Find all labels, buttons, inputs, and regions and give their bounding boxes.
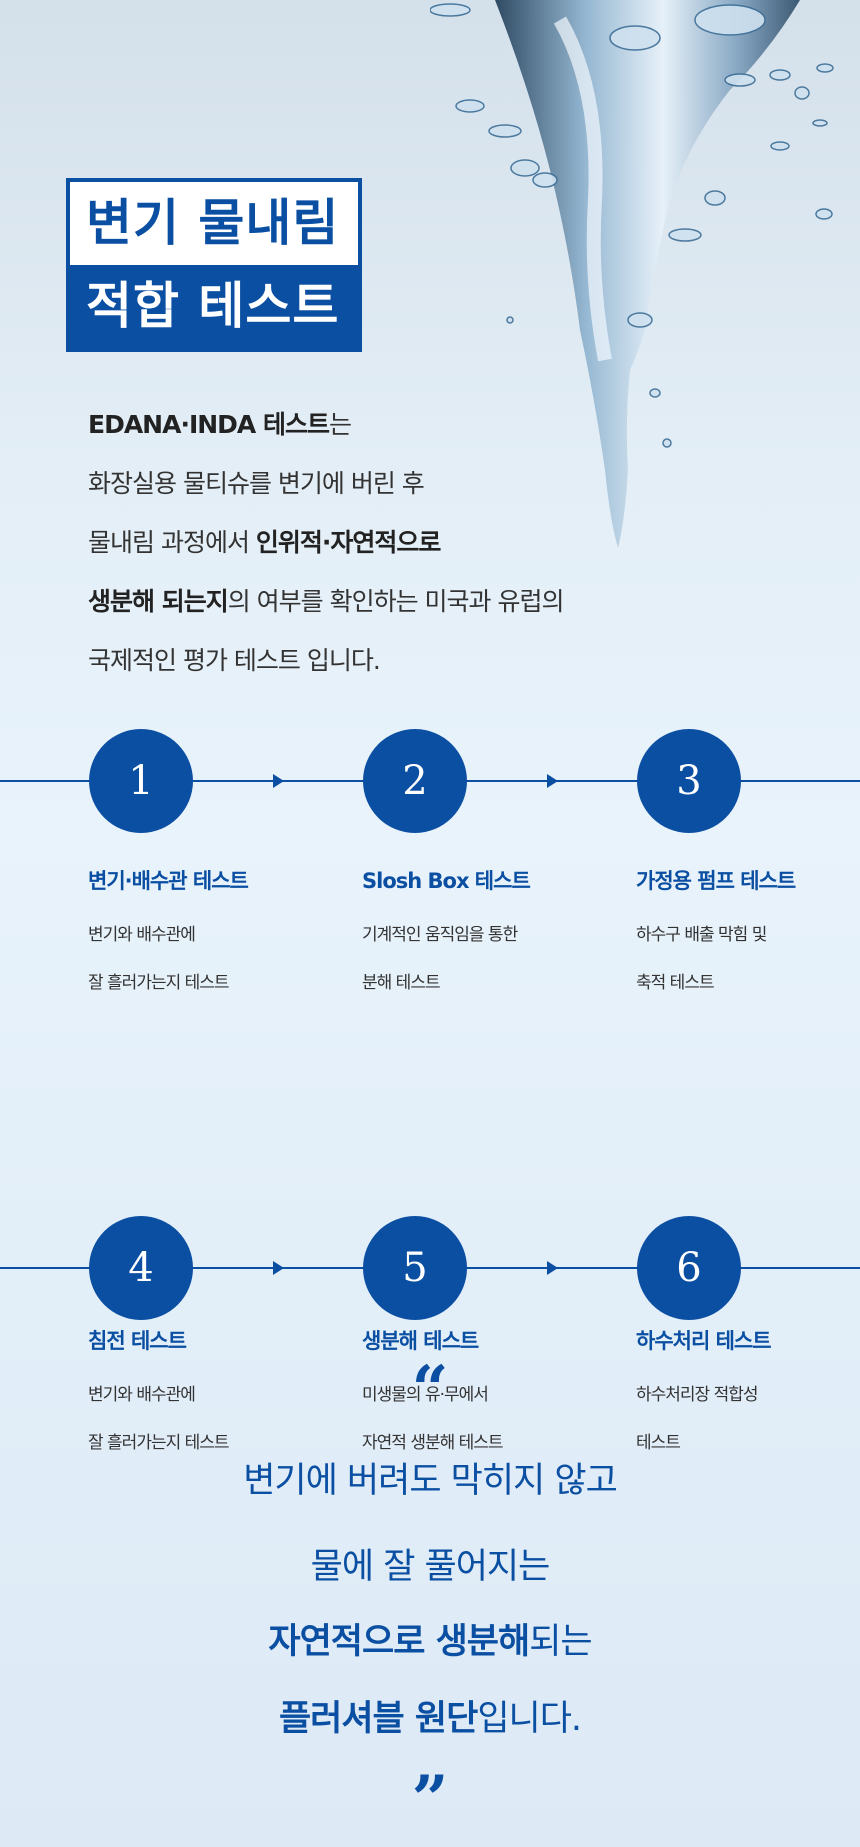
- title-line-2: 적합 테스트: [70, 265, 358, 348]
- step-desc: 잘 흘러가는지 테스트: [88, 1433, 230, 1453]
- water-vortex-image: [430, 0, 834, 548]
- step-desc: 기계적인 움직임을 통한: [362, 925, 518, 945]
- quote-text: 입니다.: [477, 1699, 582, 1739]
- arrow-right-icon: [273, 774, 284, 788]
- quote-line: 물에 잘 풀어지는: [310, 1547, 551, 1587]
- step-desc: 미생물의 유·무에서: [362, 1385, 489, 1405]
- title-line-1: 변기 물내림: [70, 182, 358, 265]
- quote-line: 변기에 버려도 막히지 않고: [243, 1461, 618, 1501]
- intro-bold: EDANA·INDA 테스트: [88, 410, 330, 439]
- step-number-circle: 5: [363, 1216, 467, 1320]
- quote-line: 플러셔블 원단입니다.: [0, 1690, 860, 1741]
- step-number-circle: 3: [637, 729, 741, 833]
- quote-bold: 플러셔블 원단: [278, 1699, 478, 1739]
- intro-text: 화장실용 물티슈를 변기에 버린 후: [88, 469, 425, 498]
- step-desc: 하수처리장 적합성: [636, 1385, 759, 1405]
- step-number-circle: 4: [89, 1216, 193, 1320]
- intro-paragraph: EDANA·INDA 테스트는 화장실용 물티슈를 변기에 버린 후 물내림 과…: [88, 395, 565, 690]
- page-title: 변기 물내림 적합 테스트: [66, 178, 362, 352]
- step-title: 가정용 펌프 테스트: [636, 869, 796, 893]
- step-desc: 축적 테스트: [636, 973, 715, 993]
- step-title: Slosh Box 테스트: [362, 869, 531, 893]
- arrow-right-icon: [547, 1261, 558, 1275]
- step-number-circle: 1: [89, 729, 193, 833]
- intro-bold: 인위적·자연적으로: [255, 528, 441, 557]
- arrow-right-icon: [273, 1261, 284, 1275]
- arrow-right-icon: [547, 774, 558, 788]
- step-desc: 분해 테스트: [362, 973, 441, 993]
- intro-text: 국제적인 평가 테스트 입니다.: [88, 646, 381, 675]
- close-quote-icon: ”: [411, 1762, 449, 1837]
- step-title: 생분해 테스트: [362, 1329, 479, 1353]
- step-desc: 잘 흘러가는지 테스트: [88, 973, 230, 993]
- quote-line: 자연적으로 생분해되는: [0, 1613, 860, 1664]
- step-desc: 테스트: [636, 1433, 681, 1453]
- step-desc: 변기와 배수관에: [88, 925, 196, 945]
- quote-bold: 자연적으로 생분해: [268, 1622, 530, 1662]
- open-quote-icon: “: [411, 1352, 449, 1427]
- step-desc: 자연적 생분해 테스트: [362, 1433, 504, 1453]
- step-title: 변기·배수관 테스트: [88, 869, 249, 893]
- intro-text: 물내림 과정에서: [88, 528, 256, 557]
- step-desc: 하수구 배출 막힘 및: [636, 925, 767, 945]
- quote-text: 되는: [529, 1622, 592, 1662]
- intro-text: 는: [328, 410, 352, 439]
- step-title: 침전 테스트: [88, 1329, 187, 1353]
- intro-bold: 생분해 되는지: [88, 587, 229, 616]
- step-number-circle: 6: [637, 1216, 741, 1320]
- intro-text: 의 여부를 확인하는 미국과 유럽의: [227, 587, 565, 616]
- step-title: 하수처리 테스트: [636, 1329, 772, 1353]
- step-desc: 변기와 배수관에: [88, 1385, 196, 1405]
- step-number-circle: 2: [363, 729, 467, 833]
